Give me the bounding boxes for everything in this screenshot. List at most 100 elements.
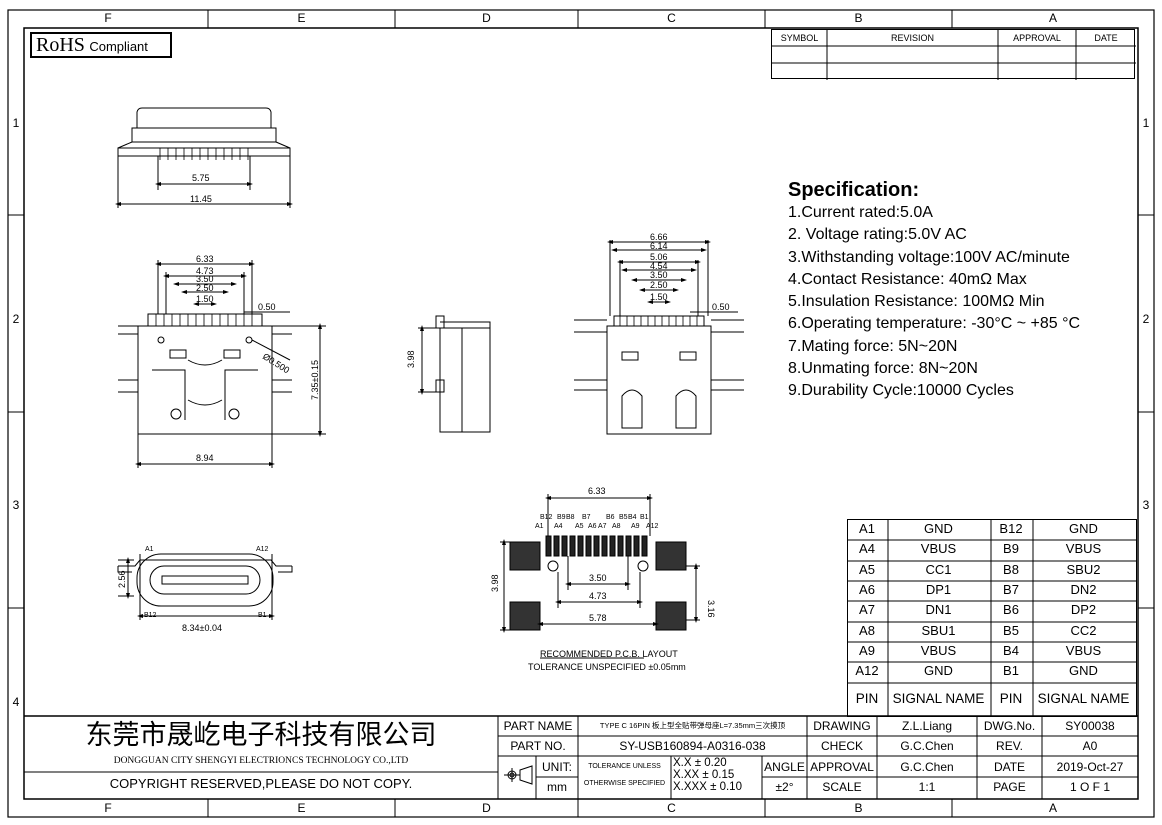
page-label: PAGE bbox=[993, 780, 1026, 794]
pin-label: A9 bbox=[631, 523, 640, 530]
signal-name: VBUS bbox=[1065, 643, 1102, 658]
zone-label: 3 bbox=[12, 498, 20, 512]
spec-item: 4.Contact Resistance: 40mΩ Max bbox=[788, 270, 1027, 288]
dwg-no-value: SY00038 bbox=[1065, 719, 1115, 733]
signal-name: GND bbox=[924, 663, 953, 678]
signal-name: SBU2 bbox=[1066, 562, 1101, 577]
dim-text: 4.73 bbox=[589, 591, 607, 601]
signal-name: GND bbox=[1069, 663, 1098, 678]
pin-label: B1 bbox=[640, 514, 649, 521]
rohs-sub: Compliant bbox=[89, 39, 148, 54]
spec-item: 1.Current rated:5.0A bbox=[788, 204, 933, 221]
rohs-label: RoHS bbox=[36, 34, 85, 56]
tolerance-note: OTHERWISE SPECIFIED bbox=[583, 780, 666, 787]
pin-id: B5 bbox=[1003, 623, 1019, 638]
signal-name: DP1 bbox=[925, 582, 952, 597]
revision-table: SYMBOL REVISION APPROVAL DATE bbox=[771, 29, 1136, 80]
zone-label: A bbox=[1048, 801, 1057, 815]
pin-id: A12 bbox=[855, 663, 879, 678]
rev-col-revision: REVISION bbox=[890, 33, 934, 43]
signal-name: DN1 bbox=[925, 602, 952, 617]
zone-label: D bbox=[482, 801, 491, 815]
pin-id: B1 bbox=[1003, 663, 1019, 678]
part-name-label: PART NAME bbox=[503, 719, 573, 733]
page-value: 1 O F 1 bbox=[1069, 780, 1110, 794]
rohs-badge: RoHS Compliant bbox=[30, 32, 172, 58]
dim-text: 11.45 bbox=[190, 194, 212, 204]
pin-label: B12 bbox=[144, 612, 157, 619]
pin-label: A7 bbox=[598, 523, 607, 530]
zone-label: C bbox=[667, 801, 676, 815]
zone-label: F bbox=[104, 801, 112, 815]
dim-text: 6.14 bbox=[650, 241, 668, 251]
pin-id: B8 bbox=[1003, 562, 1019, 577]
date-value: 2019-Oct-27 bbox=[1056, 760, 1124, 774]
pin-label: A12 bbox=[256, 546, 269, 553]
pcb-caption: TOLERANCE UNSPECIFIED ±0.05mm bbox=[528, 662, 686, 672]
spec-item: 3.Withstanding voltage:100V AC/minute bbox=[788, 248, 1070, 266]
dim-text: 3.50 bbox=[196, 274, 214, 284]
dim-text: 0.50 bbox=[712, 302, 730, 312]
signal-name: VBUS bbox=[920, 643, 957, 658]
zone-label: B bbox=[854, 11, 863, 25]
date-label: DATE bbox=[993, 760, 1026, 774]
pin-label: B7 bbox=[582, 514, 591, 521]
dim-text: 1.50 bbox=[650, 292, 668, 302]
zone-label: B bbox=[854, 801, 863, 815]
dim-text: 2.50 bbox=[196, 283, 214, 293]
end-view bbox=[117, 553, 293, 620]
specification-block: Specification: 1.Current rated:5.0A 2. V… bbox=[788, 179, 1133, 403]
company-name-cn: 东莞市晟屹电子科技有限公司 bbox=[85, 720, 437, 751]
signal-name: CC2 bbox=[1070, 623, 1097, 638]
pin-label: A4 bbox=[554, 523, 563, 530]
pcb-layout bbox=[500, 494, 700, 659]
tolerance-note: TOLERANCE UNLESS bbox=[588, 763, 661, 770]
dim-text: 3.98 bbox=[490, 574, 500, 592]
pin-label: A1 bbox=[145, 546, 154, 553]
pin-table-header: PIN bbox=[855, 691, 879, 706]
pin-label: A5 bbox=[575, 523, 584, 530]
angle-value: ±2° bbox=[775, 780, 794, 794]
signal-name: DN2 bbox=[1070, 582, 1097, 597]
dim-text: 5.06 bbox=[650, 252, 668, 262]
pin-id: B12 bbox=[999, 521, 1023, 536]
pin-label: B6 bbox=[606, 514, 615, 521]
tolerance-x: X.X ± 0.20 bbox=[673, 757, 727, 769]
signal-name: GND bbox=[1069, 521, 1098, 536]
pin-id: B6 bbox=[1003, 602, 1019, 617]
pin-table bbox=[847, 519, 1137, 717]
zone-label: C bbox=[667, 11, 676, 25]
signal-name: SBU1 bbox=[921, 623, 956, 638]
signal-name: VBUS bbox=[920, 541, 957, 556]
drawing-label: DRAWING bbox=[813, 719, 871, 733]
drawing-value: Z.L.Liang bbox=[901, 719, 953, 733]
spec-title: Specification: bbox=[788, 179, 920, 201]
back-view bbox=[574, 240, 744, 435]
dim-text: 0.50 bbox=[258, 302, 276, 312]
pin-id: A6 bbox=[859, 582, 875, 597]
zone-label: E bbox=[297, 801, 306, 815]
signal-name: GND bbox=[924, 521, 953, 536]
rev-col-symbol: SYMBOL bbox=[780, 33, 819, 43]
dim-text: 4.73 bbox=[196, 266, 214, 276]
pin-id: A4 bbox=[859, 541, 875, 556]
part-name-value: TYPE C 16PIN 板上型全贴带弹母座L=7.35mm三次摸顶 bbox=[599, 721, 786, 730]
pin-id: B4 bbox=[1003, 643, 1019, 658]
dim-text: 7.35±0.15 bbox=[310, 360, 320, 400]
zone-label: F bbox=[104, 11, 112, 25]
pin-id: A9 bbox=[859, 643, 875, 658]
dim-text: 5.75 bbox=[192, 173, 210, 183]
spec-item: 9.Durability Cycle:10000 Cycles bbox=[788, 382, 1014, 400]
dim-text: 3.98 bbox=[406, 350, 416, 368]
scale-label: SCALE bbox=[822, 780, 862, 794]
rev-label: REV. bbox=[996, 739, 1023, 753]
zone-label: 3 bbox=[1142, 498, 1150, 512]
part-no-value: SY-USB160894-A0316-038 bbox=[619, 739, 766, 753]
pin-label: A8 bbox=[612, 523, 621, 530]
pin-table-header: PIN bbox=[999, 691, 1023, 706]
pin-label: B8 bbox=[566, 514, 575, 521]
side-view bbox=[418, 315, 491, 433]
pin-label: B9 bbox=[557, 514, 566, 521]
zone-label: 4 bbox=[12, 695, 20, 709]
